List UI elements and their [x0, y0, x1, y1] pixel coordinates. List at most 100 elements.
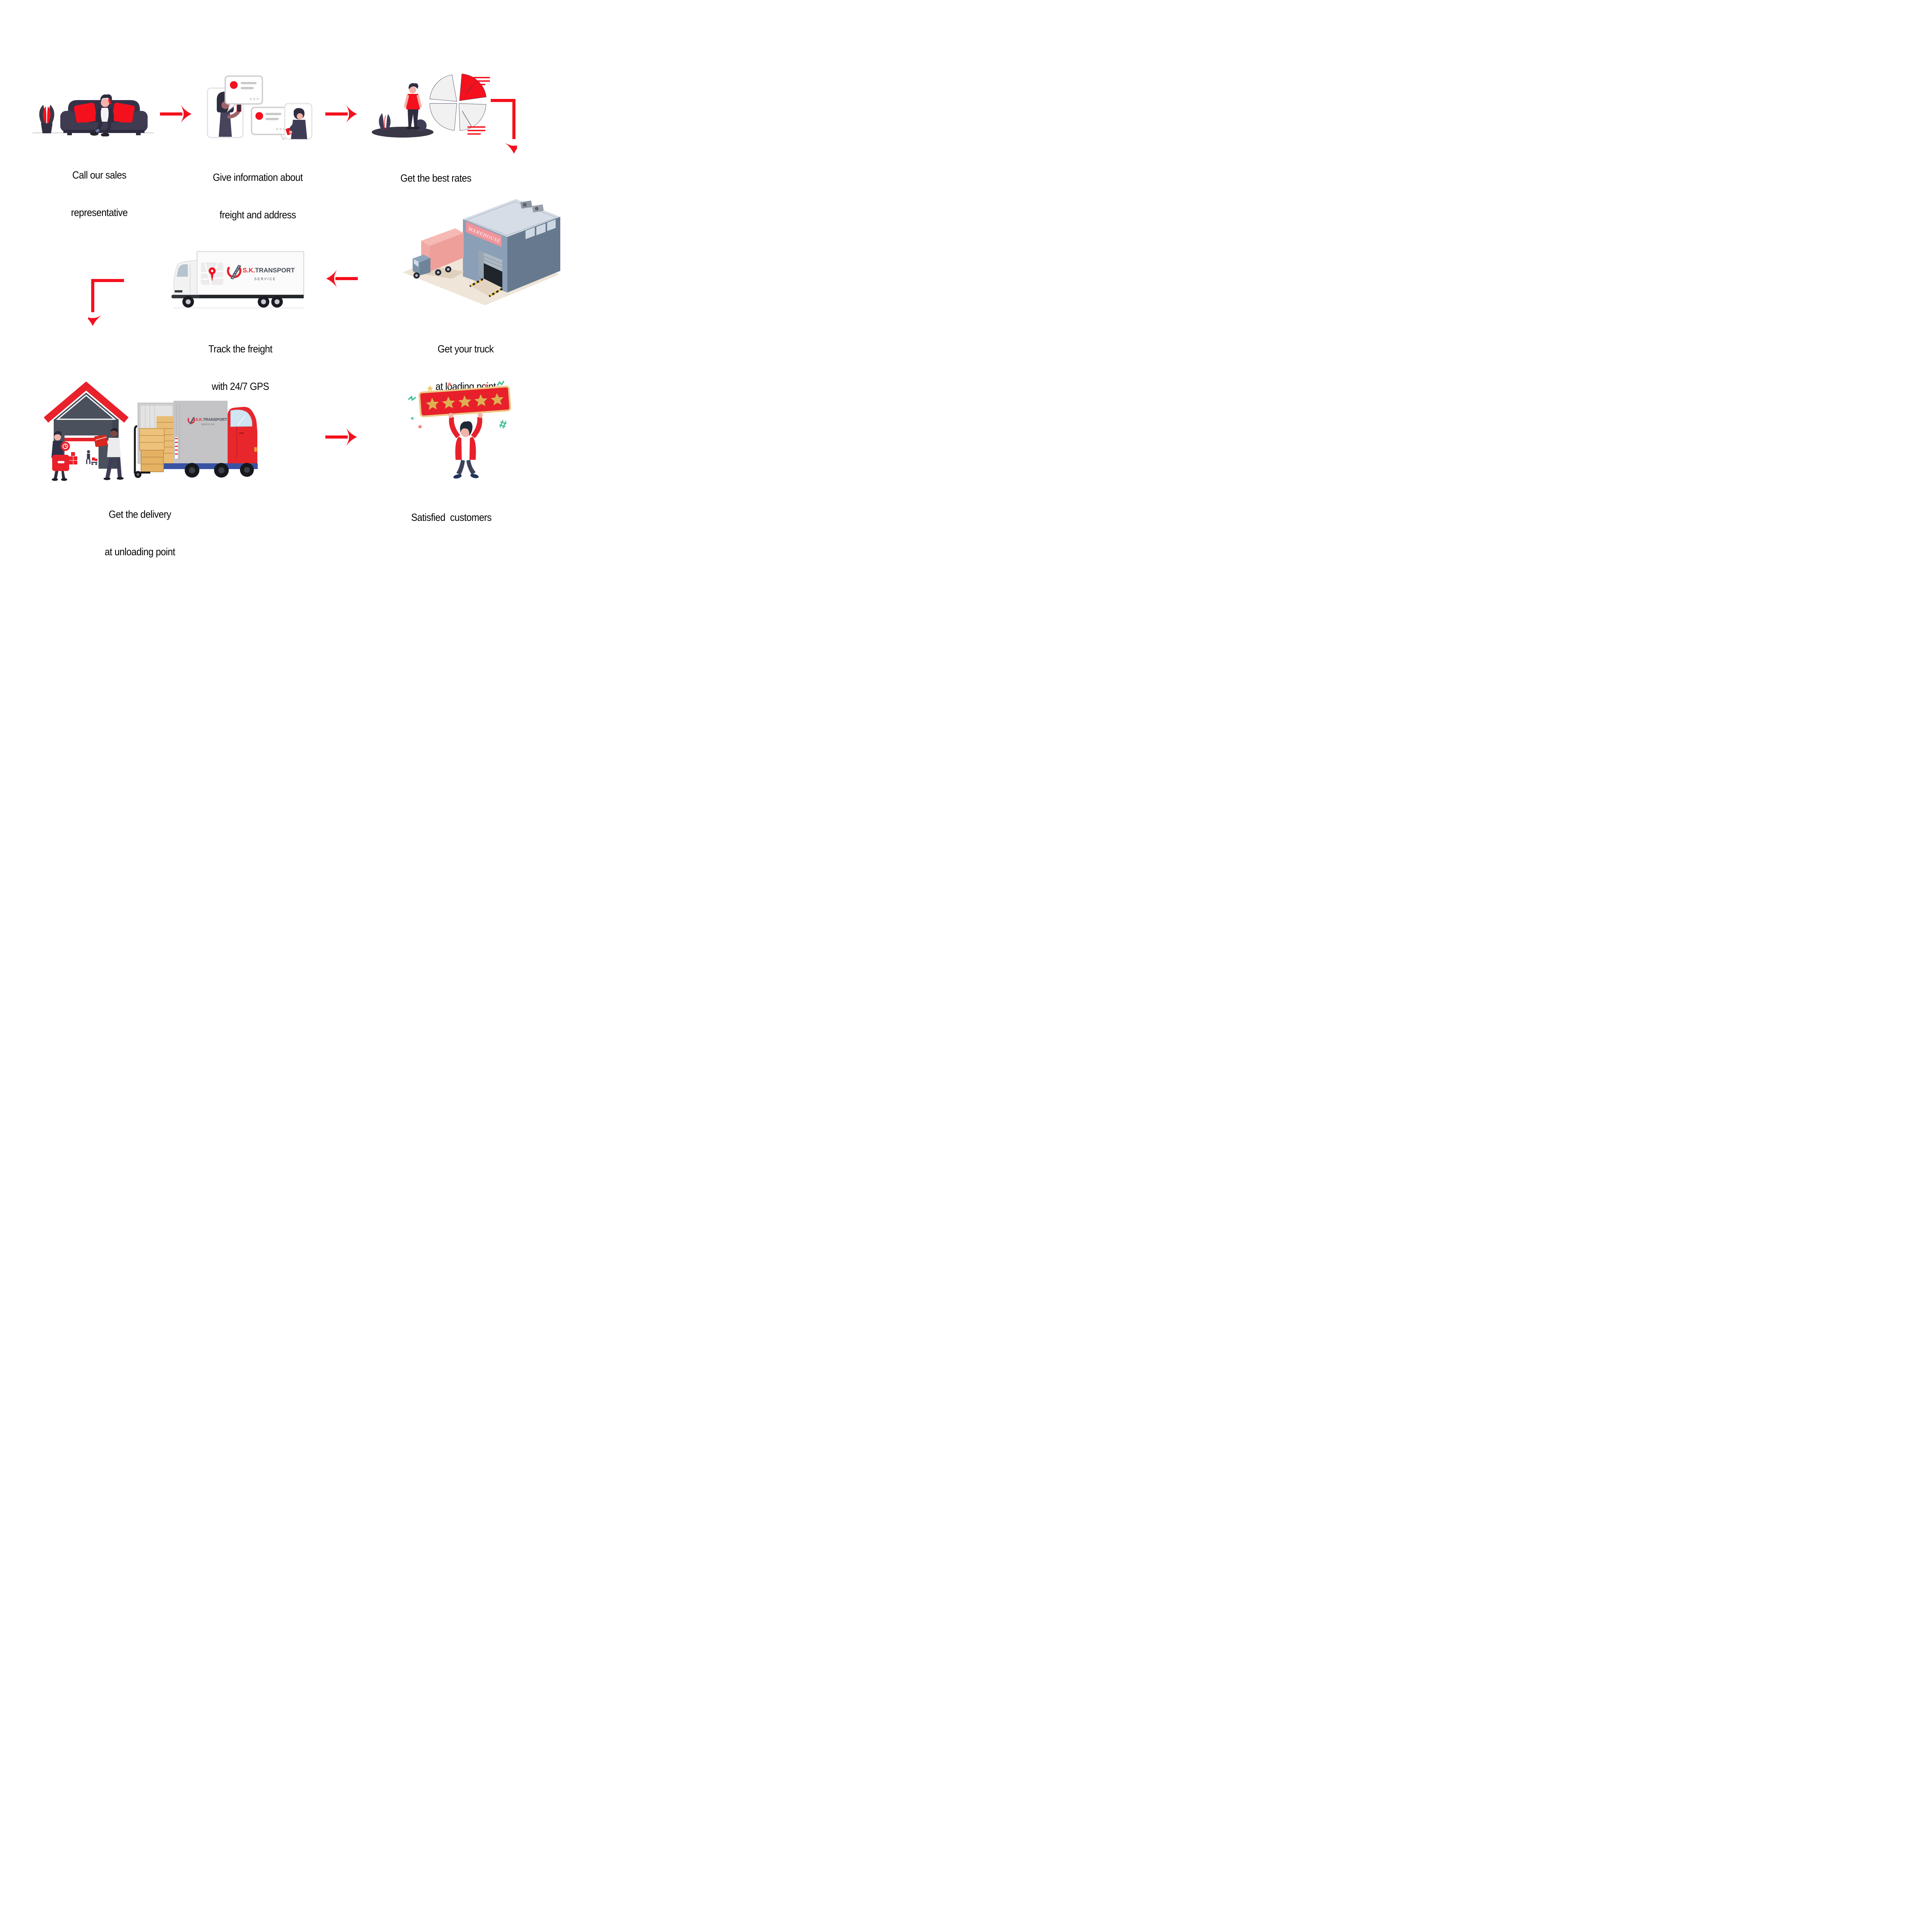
arrow-elbow-down-icon [491, 99, 517, 154]
logo-subtitle: SERVICE [201, 423, 215, 426]
caption-step-1: Call our sales representative [40, 144, 158, 244]
squiggle [497, 381, 505, 386]
phone-icon [108, 98, 111, 104]
windshield [177, 264, 188, 277]
wheels [185, 463, 254, 478]
receiver-person [94, 428, 124, 480]
logo-text-red: S.K. [196, 418, 203, 422]
van-cab [228, 406, 257, 463]
brand-logo-small: S.K.TRANSPORT SERVICE [187, 416, 227, 426]
star-icon [442, 396, 455, 409]
hand-truck-crates [134, 425, 165, 478]
caption-line: freight and address [219, 209, 296, 221]
caption-line: Get the best rates [400, 172, 471, 184]
worker-pictogram [86, 450, 97, 465]
arm [227, 110, 240, 119]
dock-door [478, 250, 503, 288]
logo-swoosh-icon [227, 264, 242, 280]
arrow-elbow-down-icon [88, 279, 124, 326]
star-icon [490, 393, 504, 406]
truck-box: S.K.TRANSPORT SERVICE [196, 251, 304, 298]
red-dot [230, 81, 238, 89]
red-dot [255, 112, 263, 120]
chat-bubble [251, 107, 289, 140]
isometric-truck [412, 228, 464, 279]
process-infographic: Call our sales representative [0, 0, 580, 580]
person-on-phone [90, 94, 114, 136]
plant-icon [39, 105, 54, 133]
call-sales-illustration [32, 94, 154, 136]
arrow-right-icon [160, 105, 192, 123]
arm [289, 123, 298, 133]
star-icon [447, 382, 452, 386]
satisfied-customers-illustration [408, 381, 511, 479]
caption-line: Satisfied customers [411, 511, 492, 523]
cheering-person [448, 413, 483, 479]
star-icon [426, 398, 439, 410]
logo-subtitle: SERVICE [254, 277, 276, 281]
star-icon [417, 424, 423, 429]
gps-map-panel [201, 262, 224, 285]
brand-logo: S.K.TRANSPORT SERVICE [227, 264, 295, 281]
clock-badge-icon [61, 442, 70, 451]
star-icon [458, 395, 471, 408]
delivery-van: S.K.TRANSPORT SERVICE [134, 401, 258, 478]
arrow-left-icon [326, 270, 358, 287]
courier-person [51, 431, 70, 481]
phone-icon [236, 104, 242, 112]
svg-text:S.K.TRANSPORT: S.K.TRANSPORT [196, 418, 227, 422]
chassis [156, 463, 258, 469]
caption-line: at unloading point [104, 546, 175, 558]
unloading-warehouse [44, 381, 129, 481]
pie-chart [429, 73, 486, 131]
gold-stars [426, 393, 504, 410]
star-icon [427, 385, 434, 391]
best-rates-illustration [372, 73, 490, 138]
caption-step-7: Satisfied customers [392, 486, 510, 549]
svg-text:S.K.TRANSPORT: S.K.TRANSPORT [243, 267, 295, 274]
caption-line: Track the freight [208, 343, 272, 355]
cargo-side [173, 401, 228, 463]
loading-ramp [469, 278, 503, 298]
red-parcels [69, 452, 77, 464]
caption-line: Get the delivery [109, 508, 171, 520]
caption-step-6: Get the delivery at unloading point [81, 483, 199, 580]
arrow-right-icon [325, 428, 357, 446]
arrow-right-icon [325, 105, 357, 123]
unloading-illustration: S.K.TRANSPORT SERVICE [44, 381, 258, 481]
plant-icon [379, 113, 391, 130]
loading-warehouse-illustration: WAREHOUSE [403, 199, 560, 305]
gps-truck-illustration: S.K.TRANSPORT SERVICE [172, 251, 304, 308]
star-icon [410, 417, 414, 420]
right-person-card [284, 103, 313, 140]
annotation-lines [462, 77, 490, 135]
five-star-banner [418, 386, 511, 417]
caption-step-2: Give information about freight and addre… [199, 146, 317, 246]
truck-cab [172, 260, 199, 298]
caption-line: Give information about [213, 171, 303, 183]
windshield [414, 259, 418, 267]
logo-text-dark: TRANSPORT [255, 267, 295, 274]
wheels [182, 296, 283, 308]
right-pillow [112, 102, 135, 124]
ac-units [520, 201, 544, 213]
star-icon [474, 394, 488, 407]
logo-text-red: S.K. [243, 267, 255, 274]
left-pillow [74, 102, 97, 124]
squiggle [408, 395, 417, 401]
hash-glyph [499, 420, 507, 429]
red-shirt [406, 94, 420, 109]
warehouse-door [65, 435, 99, 469]
caption-line: Get your truck [437, 343, 494, 355]
give-information-illustration [207, 75, 313, 140]
red-roof [44, 381, 129, 423]
warehouse-building: WAREHOUSE [463, 199, 560, 298]
star-icon [485, 383, 488, 387]
location-pin-icon [209, 267, 216, 282]
caption-line: Call our sales [72, 169, 126, 181]
red-box [94, 435, 108, 447]
windshield [230, 410, 252, 427]
standing-person [404, 83, 422, 129]
chat-bubble [224, 75, 263, 112]
logo-text-dark: TRANSPORT [203, 418, 227, 422]
